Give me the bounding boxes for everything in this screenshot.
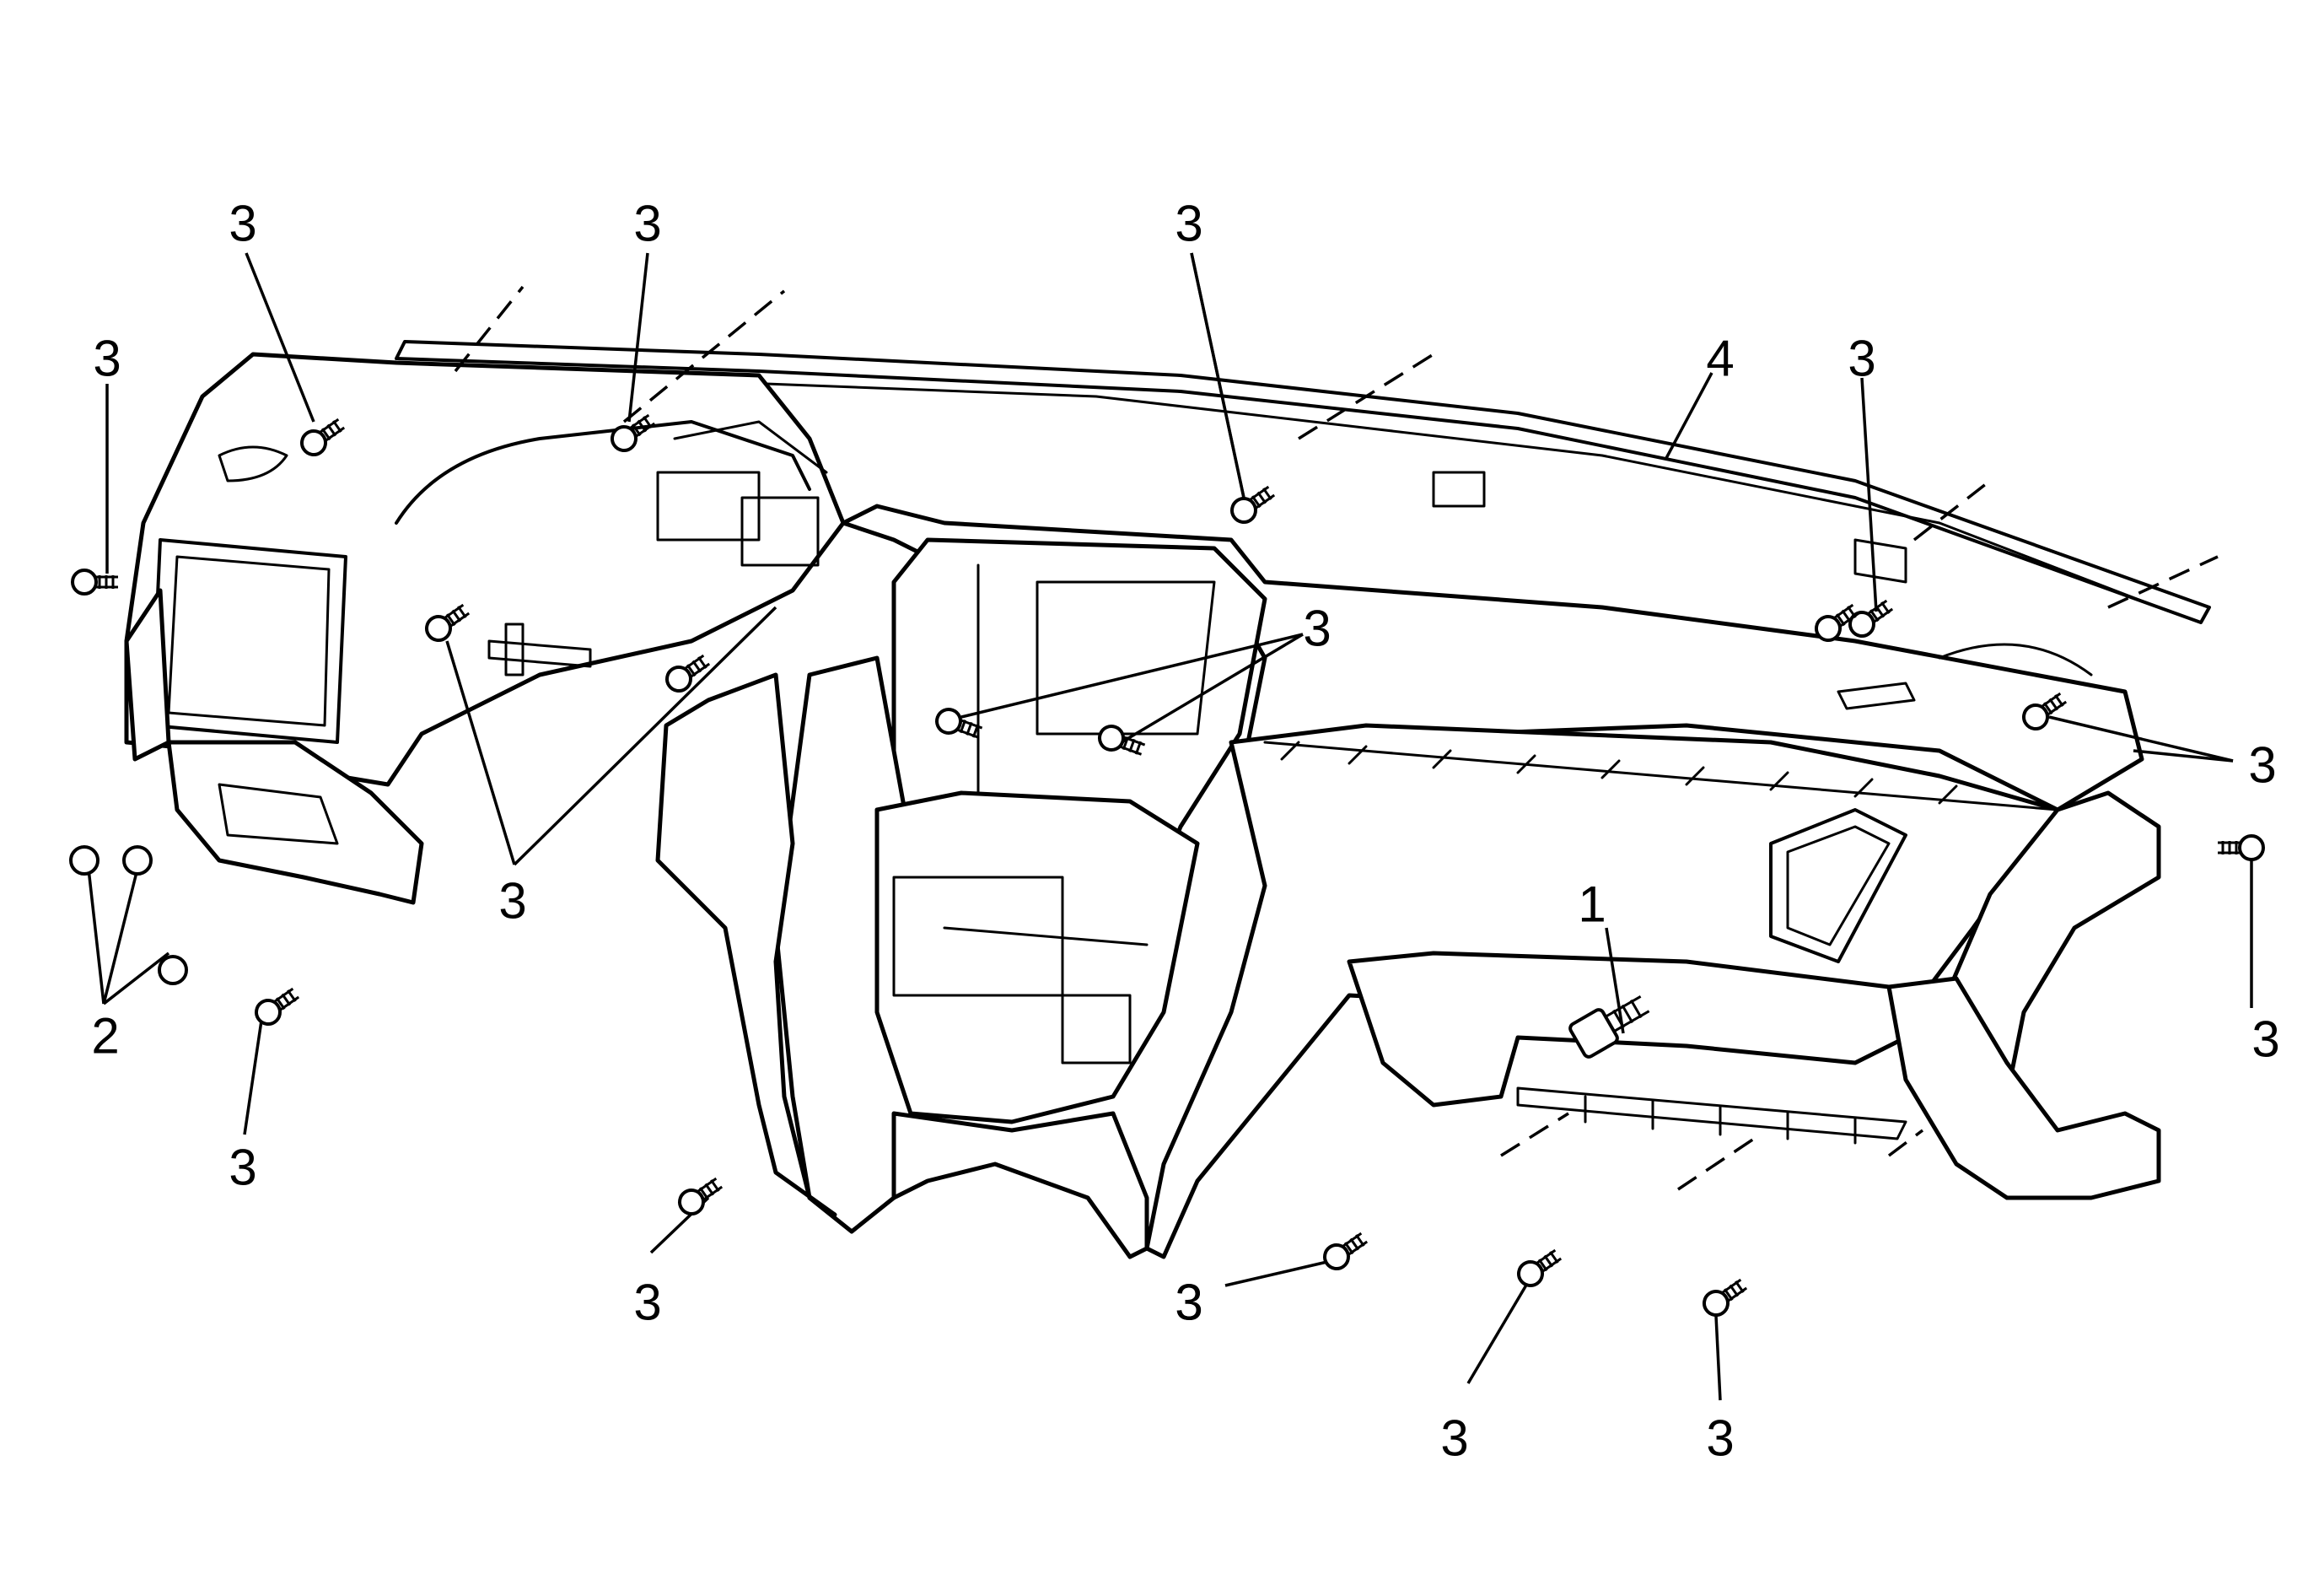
- instrument-panel-carrier: [124, 340, 2211, 1259]
- callout-label: 3: [1175, 196, 1202, 252]
- callout-label: 3: [633, 1275, 661, 1331]
- callout-label: 2: [91, 1008, 119, 1065]
- callout-label: 3: [1440, 1410, 1468, 1467]
- callout-label: 3: [1706, 1410, 1734, 1467]
- bolt-icon: [2218, 834, 2265, 861]
- callout-label: 3: [2251, 1011, 2279, 1068]
- bolt-icon: [69, 845, 100, 876]
- callout-label: 3: [633, 196, 661, 252]
- bolt-icon: [1517, 1248, 1563, 1287]
- callout-label: 4: [1706, 331, 1734, 387]
- bolt-icon: [1098, 725, 1146, 756]
- callout-label: 1: [1578, 876, 1606, 933]
- bolt-icon: [611, 413, 656, 452]
- callout-labels: 3 3 3 4 3 3 3 3 3 3 1 2 3 3 3 3 3 3: [91, 196, 2279, 1467]
- bolt-icon: [1230, 485, 1276, 524]
- callout-label: 3: [1175, 1275, 1202, 1331]
- bolt-icon: [935, 708, 983, 739]
- callout-label: 3: [1848, 331, 1875, 387]
- bolt-icon: [1323, 1232, 1369, 1270]
- alignment-lines: [454, 285, 2219, 1191]
- bolt-icon: [1815, 603, 1860, 642]
- bolt-icon: [71, 569, 118, 596]
- bolt-icon: [678, 1177, 724, 1216]
- callout-label: 3: [93, 331, 121, 387]
- bolt-icon: [425, 603, 471, 642]
- fasteners: [69, 413, 2265, 1317]
- callout-label: 3: [1303, 601, 1331, 657]
- callout-label: 3: [229, 1140, 256, 1196]
- bolt-icon: [1703, 1278, 1748, 1317]
- bolt-icon: [255, 987, 300, 1026]
- callout-label: 3: [1175, 1275, 1202, 1331]
- callout-label: 3: [229, 196, 256, 252]
- bolt-icon: [122, 845, 153, 876]
- leader-lines: [87, 252, 2253, 1401]
- callout-label: 3: [498, 873, 526, 930]
- bolt-icon: [2022, 692, 2068, 730]
- bolt-icon: [665, 654, 711, 693]
- callout-label: 3: [2248, 737, 2276, 794]
- bolt-icon: [300, 418, 346, 456]
- bolt-icon: [1568, 995, 1650, 1059]
- bolt-icon: [158, 955, 188, 985]
